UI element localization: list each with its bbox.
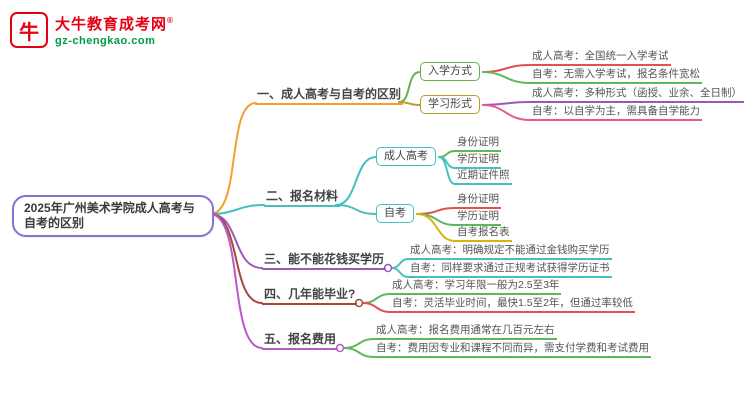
connector-line — [482, 101, 531, 106]
connector-line — [343, 347, 375, 358]
connector-line — [482, 64, 531, 73]
leaf-node[interactable]: 自考：灵活毕业时间，最快1.5至2年，但通过率较低 — [390, 297, 635, 313]
leaf-node[interactable]: 身份证明 — [455, 193, 501, 209]
bull-logo-icon: 牛 — [10, 12, 48, 48]
connector-line — [209, 213, 263, 304]
leaf-node[interactable]: 成人高考：报名费用通常在几百元左右 — [374, 324, 557, 340]
subtopic-enrollment-method[interactable]: 入学方式 — [420, 62, 480, 81]
connector-line — [416, 207, 456, 215]
leaf-node[interactable]: 近期证件照 — [455, 169, 512, 185]
connector-line — [362, 293, 391, 304]
branch-node-1[interactable]: 一、成人高考与自考的区别 — [255, 87, 404, 105]
registered-mark: ® — [167, 16, 174, 25]
connector-line — [391, 267, 409, 278]
subtopic-zikao-materials[interactable]: 自考 — [376, 204, 414, 223]
site-url: gz-chengkao.com — [55, 35, 156, 47]
leaf-node[interactable]: 学历证明 — [455, 210, 501, 226]
leaf-node[interactable]: 自考：费用因专业和课程不同而异，需支付学费和考试费用 — [374, 342, 651, 358]
site-logo[interactable]: 牛 大牛教育成考网® gz-chengkao.com — [10, 12, 174, 48]
central-topic[interactable]: 2025年广州美术学院成人高考与自考的区别 — [12, 195, 214, 237]
connector-line — [335, 204, 377, 215]
brand-name: 大牛教育成考网® — [55, 12, 174, 34]
brand-label: 大牛教育成考网 — [55, 16, 168, 33]
leaf-node[interactable]: 自考：无需入学考试，报名条件宽松 — [530, 68, 702, 84]
connector-line — [482, 71, 531, 84]
connector-line — [335, 156, 377, 206]
connector-line — [416, 213, 456, 226]
connector-line — [209, 102, 257, 215]
leaf-node[interactable]: 自考：同样要求通过正规考试获得学历证书 — [408, 262, 612, 278]
connector-line — [416, 213, 456, 242]
leaf-node[interactable]: 成人高考：全国统一入学考试 — [530, 50, 671, 66]
leaf-node[interactable]: 成人高考：多种形式（函授、业余、全日制） — [530, 87, 744, 103]
leaf-node[interactable]: 自考：以自学为主，需具备自学能力 — [530, 105, 702, 121]
branch-node-5[interactable]: 五、报名费用 — [262, 332, 339, 350]
logo-text: 大牛教育成考网® gz-chengkao.com — [55, 12, 174, 48]
connector-line — [438, 156, 456, 185]
subtopic-study-form[interactable]: 学习形式 — [420, 95, 480, 114]
connector-line — [438, 150, 456, 158]
connector-line — [209, 213, 263, 349]
connector-line — [343, 338, 375, 349]
connector-line — [482, 104, 531, 121]
leaf-node[interactable]: 自考报名表 — [455, 226, 512, 242]
connector-line — [438, 156, 456, 169]
connector-line — [209, 204, 265, 215]
leaf-node[interactable]: 身份证明 — [455, 136, 501, 152]
connector-line — [391, 258, 409, 269]
leaf-node[interactable]: 成人高考：学习年限一般为2.5至3年 — [390, 279, 562, 295]
branch-node-2[interactable]: 二、报名材料 — [264, 189, 341, 207]
connector-line — [209, 213, 263, 269]
bull-glyph: 牛 — [19, 21, 39, 44]
leaf-node[interactable]: 成人高考：明确规定不能通过金钱购买学历 — [408, 244, 612, 260]
branch-node-3[interactable]: 三、能不能花钱买学历 — [262, 252, 387, 270]
branch-node-4[interactable]: 四、几年能毕业? — [262, 287, 358, 305]
connector-line — [362, 302, 391, 313]
leaf-node[interactable]: 学历证明 — [455, 153, 501, 169]
subtopic-chengkao-materials[interactable]: 成人高考 — [376, 147, 436, 166]
